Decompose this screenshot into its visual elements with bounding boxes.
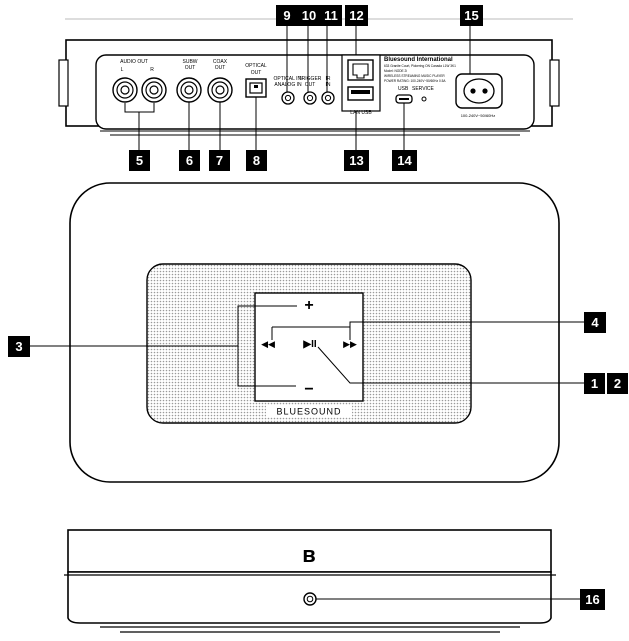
badge-11 bbox=[320, 5, 342, 26]
svg-text:8: 8 bbox=[253, 153, 260, 168]
optical-in-label-2: ANALOG IN bbox=[274, 82, 302, 88]
info-line-2: Model: NODE 2i bbox=[384, 69, 407, 73]
badge-12 bbox=[345, 5, 368, 26]
usb-a-port bbox=[347, 86, 374, 101]
svg-text:2: 2 bbox=[614, 376, 621, 391]
badge-5 bbox=[129, 150, 150, 171]
badge-9 bbox=[276, 5, 298, 26]
svg-text:16: 16 bbox=[585, 592, 599, 607]
volume-up-button[interactable]: + bbox=[304, 297, 313, 314]
svg-text:15: 15 bbox=[464, 8, 478, 23]
subw-label-2: OUT bbox=[185, 65, 196, 71]
callout-badges: 9 10 11 12 15 5 6 7 8 13 14 3 4 1 2 bbox=[8, 5, 628, 610]
svg-text:5: 5 bbox=[136, 153, 143, 168]
badge-8 bbox=[246, 150, 267, 171]
rca-left-jack bbox=[112, 77, 138, 103]
badge-6 bbox=[179, 150, 200, 171]
svg-text:6: 6 bbox=[186, 153, 193, 168]
badge-1 bbox=[584, 373, 605, 394]
optical-analog-in-jack bbox=[281, 91, 295, 105]
trigger-label-2: OUT bbox=[305, 82, 316, 88]
brand-logo-text: BLUESOUND bbox=[276, 407, 341, 417]
ir-in-jack bbox=[321, 91, 335, 105]
optical-out-label-2: OUT bbox=[251, 70, 262, 76]
ir-label-2: IN bbox=[326, 82, 331, 88]
badge-15 bbox=[460, 5, 483, 26]
info-line-3: WIRELESS STREAMING MUSIC PLAYER bbox=[384, 74, 445, 78]
badge-10 bbox=[298, 5, 320, 26]
power-rating-label: 100-240V~50/60Hz bbox=[461, 113, 496, 118]
power-inlet bbox=[455, 73, 503, 109]
lan-port bbox=[347, 59, 374, 81]
previous-track-button[interactable]: ◀◀ bbox=[261, 339, 275, 349]
front-view: ʙ bbox=[64, 529, 580, 633]
trigger-label-1: TRIGGER bbox=[299, 76, 322, 82]
right-label: R bbox=[150, 67, 154, 73]
svg-text:7: 7 bbox=[216, 153, 223, 168]
left-label: L bbox=[121, 67, 124, 73]
lan-usb-label: LAN USB bbox=[350, 110, 372, 116]
badge-4 bbox=[584, 312, 606, 333]
optical-in-label-1: OPTICAL IN/ bbox=[274, 76, 304, 82]
bluesound-b-logo-icon: ʙ bbox=[302, 542, 316, 567]
svg-text:9: 9 bbox=[283, 8, 290, 23]
touch-panel bbox=[254, 292, 364, 402]
rear-panel: AUDIO OUT L R SUBW OUT COAX OUT bbox=[58, 18, 573, 150]
svg-text:14: 14 bbox=[397, 153, 412, 168]
svg-text:13: 13 bbox=[349, 153, 363, 168]
optical-out-label-1: OPTICAL bbox=[245, 63, 267, 69]
svg-text:4: 4 bbox=[591, 315, 599, 330]
svg-text:10: 10 bbox=[302, 8, 316, 23]
micro-usb-port bbox=[395, 94, 413, 104]
subw-label-1: SUBW bbox=[183, 59, 198, 65]
svg-text:11: 11 bbox=[324, 8, 338, 23]
top-panel: + − ◀◀ ▶▶ ▶II BLUESOUND bbox=[30, 182, 584, 483]
trigger-out-jack bbox=[303, 91, 317, 105]
coax-out-jack bbox=[207, 77, 233, 103]
coax-label-2: OUT bbox=[215, 65, 226, 71]
coax-label-1: COAX bbox=[213, 59, 228, 65]
next-track-button[interactable]: ▶▶ bbox=[343, 339, 357, 349]
badge-2 bbox=[607, 373, 628, 394]
ir-label-1: IR bbox=[326, 76, 331, 82]
badge-3 bbox=[8, 336, 30, 357]
subw-out-jack bbox=[176, 77, 202, 103]
info-line-4: POWER RATING: 100-240V~50/60Hz 0.5A bbox=[384, 79, 446, 83]
service-pinhole bbox=[421, 96, 427, 102]
svg-text:1: 1 bbox=[591, 376, 598, 391]
badge-13 bbox=[344, 150, 369, 171]
company-name: Bluesound International bbox=[384, 57, 453, 63]
play-pause-button[interactable]: ▶II bbox=[302, 339, 316, 350]
svg-text:12: 12 bbox=[349, 8, 363, 23]
optical-out-port bbox=[245, 78, 267, 98]
info-line-1: 633 Granite Court, Pickering ON Canada L… bbox=[384, 64, 456, 68]
badge-14 bbox=[392, 150, 417, 171]
rca-right-jack bbox=[141, 77, 167, 103]
svg-text:3: 3 bbox=[15, 339, 22, 354]
volume-down-button[interactable]: − bbox=[304, 381, 313, 398]
usb-service-label: USB bbox=[398, 86, 409, 92]
badge-16 bbox=[580, 589, 605, 610]
service-label: SERVICE bbox=[412, 86, 435, 92]
audio-out-label: AUDIO OUT bbox=[120, 59, 148, 65]
badge-7 bbox=[209, 150, 230, 171]
